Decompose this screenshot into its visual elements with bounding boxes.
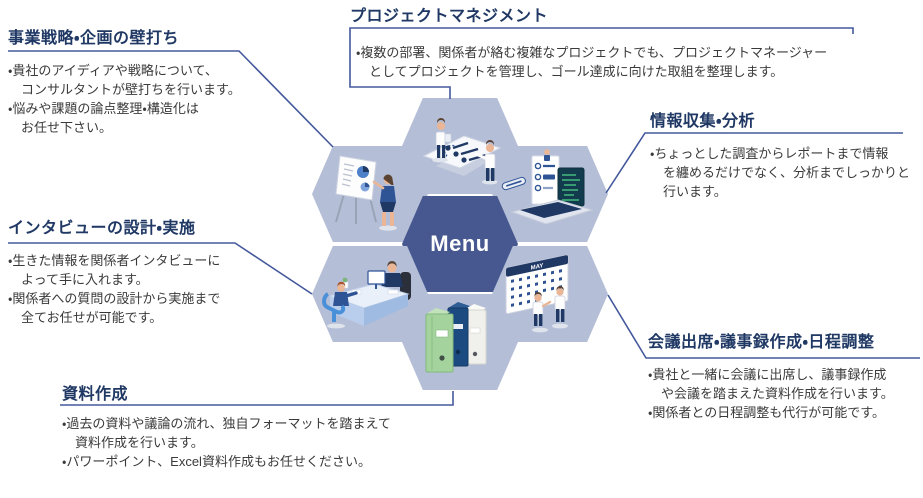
bullet-item: ・過去の資料や議論の流れ、独自フォーマットを踏まえて 資料作成を行います。 (62, 416, 391, 450)
laptop-code-illustration (501, 149, 594, 225)
hexagon-project-management (402, 98, 518, 194)
section-meeting-support: 会議出席・議事録作成・日程調整 ・貴社と一緒に会議に出席し、議事録作成 や会議を… (648, 334, 920, 422)
bullet-list-document-creation: ・過去の資料や議論の流れ、独自フォーマットを踏まえて 資料作成を行います。・パワ… (62, 414, 482, 471)
bullet-item: ・貴社と一緒に会議に出席し、議事録作成 や会議を踏まえた資料作成を行います。 (648, 367, 894, 401)
hexagon-menu: Menu (402, 196, 518, 292)
bullet-item: ・悩みや課題の論点整理・構造化は お任せ下さい。 (8, 101, 199, 135)
interview-desk-illustration (322, 260, 411, 329)
bullet-item: ・複数の部署、関係者が絡む複雑なプロジェクトでも、プロジェクトマネージャー とし… (356, 45, 828, 79)
bullet-list-meeting-support: ・貴社と一緒に会議に出席し、議事録作成 や会議を踏まえた資料作成を行います。・関… (648, 365, 920, 422)
presentation-easel-illustration (335, 155, 397, 231)
section-interview-design: インタビューの設計・実施 ・生きた情報を関係者インタビューに よって手に入れます… (8, 220, 264, 327)
menu-label: Menu (430, 231, 490, 256)
bullet-list-project-management: ・複数の部署、関係者が絡む複雑なプロジェクトでも、プロジェクトマネージャー とし… (350, 43, 890, 81)
bullet-list-interview-design: ・生きた情報を関係者インタビューに よって手に入れます。・関係者への質問の設計か… (8, 251, 264, 327)
section-research-analysis: 情報収集・分析 ・ちょっとした調査からレポートまで情報 を纏めるだけでなく、分析… (650, 113, 916, 201)
bullet-item: ・生きた情報を関係者インタビューに よって手に入れます。 (8, 253, 221, 287)
section-title-business-strategy: 事業戦略・企画の壁打ち (8, 30, 179, 47)
section-project-management: プロジェクトマネジメント ・複数の部署、関係者が絡む複雑なプロジェクトでも、プロ… (350, 8, 890, 81)
bullet-list-research-analysis: ・ちょっとした調査からレポートまで情報 を纏めるだけでなく、分析までしっかりと … (650, 144, 916, 201)
project-plan-illustration (422, 118, 502, 185)
section-title-document-creation: 資料作成 (62, 386, 129, 403)
bullet-item: ・貴社のアイディアや戦略について、 コンサルタントが壁打ちを行います。 (8, 63, 241, 97)
bullet-item: ・関係者への質問の設計から実施まで 全てお任せが可能です。 (8, 291, 221, 325)
section-document-creation: 資料作成 ・過去の資料や議論の流れ、独自フォーマットを踏まえて 資料作成を行いま… (62, 386, 482, 471)
section-title-meeting-support: 会議出席・議事録作成・日程調整 (648, 334, 875, 351)
bullet-item: ・パワーポイント、Excel資料作成もお任せください。 (62, 454, 371, 469)
hexagon-research-analysis (492, 146, 608, 242)
bullet-item: ・ちょっとした調査からレポートまで情報 を纏めるだけでなく、分析までしっかりと … (650, 146, 911, 199)
section-title-research-analysis: 情報収集・分析 (650, 113, 755, 130)
hexagon-document-creation (402, 294, 518, 390)
hexagon-interview-design (312, 246, 428, 342)
calendar-month-label: MAY (531, 263, 544, 272)
section-title-interview-design: インタビューの設計・実施 (8, 220, 196, 237)
hexagon-meeting-support: MAY (492, 246, 608, 342)
bullet-item: ・関係者との日程調整も代行が可能です。 (648, 405, 885, 420)
calendar-illustration: MAY (505, 254, 569, 333)
bullet-list-business-strategy: ・貴社のアイディアや戦略について、 コンサルタントが壁打ちを行います。・悩みや課… (8, 61, 258, 137)
section-title-project-management: プロジェクトマネジメント (350, 8, 549, 25)
section-business-strategy: 事業戦略・企画の壁打ち ・貴社のアイディアや戦略について、 コンサルタントが壁打… (8, 30, 258, 137)
hexagon-business-strategy (312, 146, 428, 242)
binders-illustration (425, 302, 487, 373)
